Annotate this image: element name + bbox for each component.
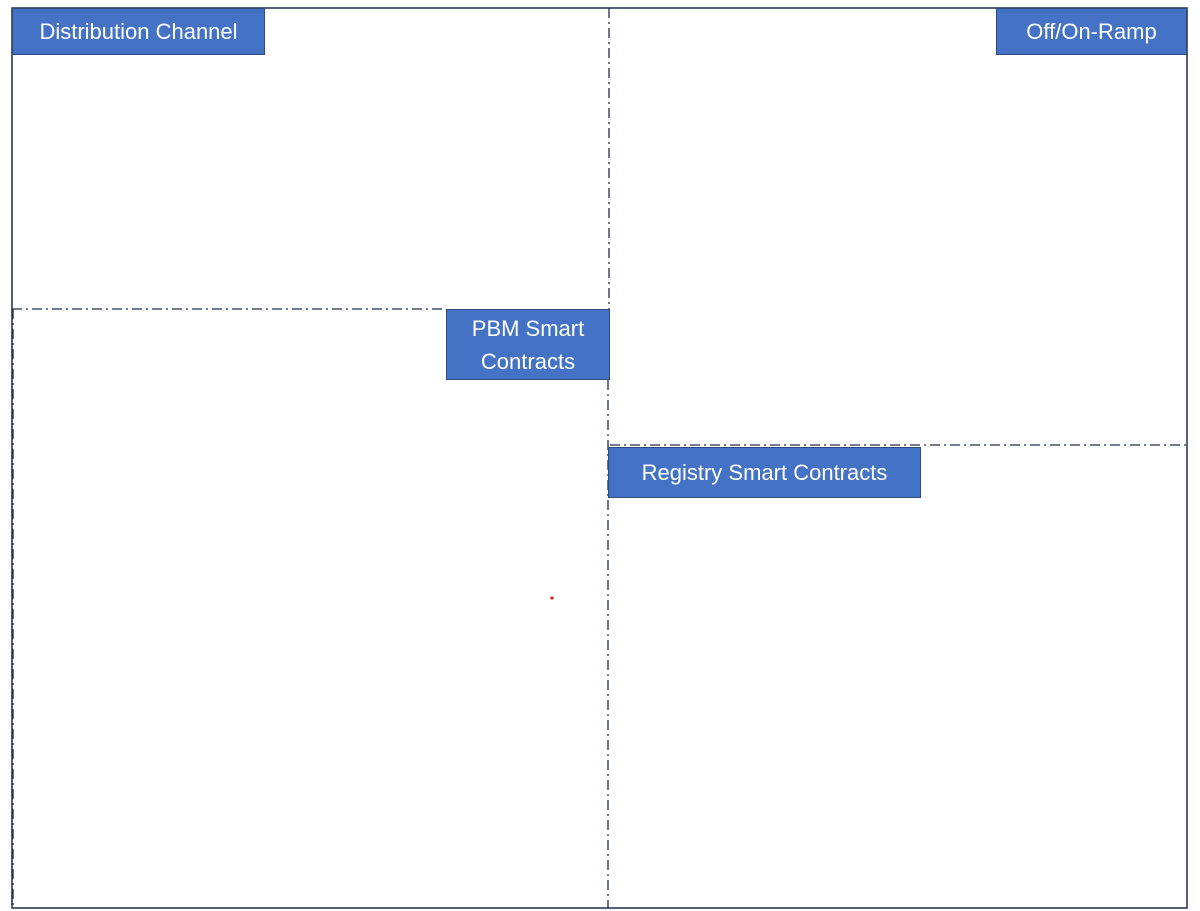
marker-dot <box>550 596 554 600</box>
distribution-channel-label: Distribution Channel <box>12 8 265 55</box>
outer-frame <box>11 7 1188 909</box>
pbm-smart-contracts-label: PBM Smart Contracts <box>446 309 610 380</box>
registry-smart-contracts-label: Registry Smart Contracts <box>608 447 921 498</box>
off-on-ramp-label: Off/On-Ramp <box>996 8 1187 55</box>
